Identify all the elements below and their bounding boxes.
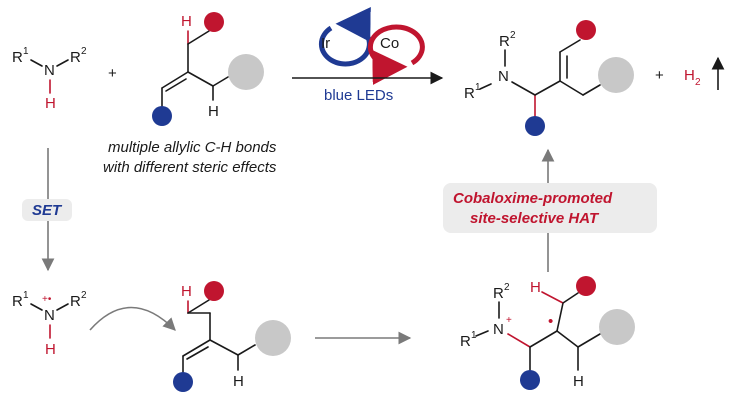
gray-substituent	[599, 309, 635, 345]
product-r2: R	[499, 33, 510, 50]
rc-r2: R	[70, 293, 81, 310]
bond	[556, 302, 564, 332]
amine-reactant: R 1 N R 2 H	[12, 46, 87, 112]
int-radical: •	[548, 313, 553, 330]
gray-substituent	[598, 57, 634, 93]
plus-sign-2: +	[655, 67, 664, 84]
bond	[534, 80, 561, 96]
double-bond-inner	[165, 78, 187, 92]
bond	[30, 59, 43, 67]
red-substituent	[204, 12, 224, 32]
h2-sub: 2	[695, 77, 701, 88]
bond	[187, 299, 210, 314]
blue-substituent	[520, 370, 540, 390]
bond	[212, 76, 229, 87]
c-h-bond	[541, 291, 564, 304]
amine-h: H	[45, 95, 56, 112]
bond	[582, 84, 601, 96]
amine-n: N	[44, 62, 55, 79]
double-bond	[182, 339, 211, 357]
alkene-reactant: H H	[152, 12, 264, 126]
alkene2-h-bottom: H	[233, 373, 244, 390]
radical-cation: R 1 N +• R 2 H	[12, 290, 87, 358]
product-r1-sup: 1	[475, 82, 481, 93]
bond	[475, 330, 489, 337]
hat-label-box	[443, 183, 657, 233]
rc-n: N	[44, 307, 55, 324]
int-h-bottom: H	[573, 373, 584, 390]
rc-h: H	[45, 341, 56, 358]
co-label: Co	[380, 35, 399, 52]
int-r1-sup: 1	[471, 330, 477, 341]
rc-r1: R	[12, 293, 23, 310]
amine-r1-sup: 1	[23, 46, 29, 57]
alkene-h-top: H	[181, 13, 192, 30]
bond	[56, 303, 69, 311]
rc-charge: +•	[42, 294, 52, 305]
bond	[187, 71, 214, 87]
product: R 2 N R 1	[464, 20, 634, 136]
set-label-box	[22, 199, 72, 221]
bond	[479, 83, 492, 90]
blue-substituent	[525, 116, 545, 136]
bond	[56, 59, 69, 67]
rc-r2-sup: 2	[81, 290, 87, 301]
intermediate: R 2 N + R 1 • H H	[460, 276, 635, 390]
int-r2: R	[493, 285, 504, 302]
int-charge: +	[506, 315, 512, 326]
hat-line2: site-selective HAT	[470, 210, 600, 227]
amine-r1: R	[12, 49, 23, 66]
bond	[559, 39, 581, 53]
amine-r2: R	[70, 49, 81, 66]
co-cycle: Co	[367, 24, 425, 85]
bond	[559, 80, 584, 96]
red-substituent	[576, 20, 596, 40]
bond	[577, 333, 601, 348]
int-h-top: H	[530, 279, 541, 296]
bond	[30, 303, 43, 311]
bond	[237, 344, 256, 356]
double-bond-inner	[186, 346, 209, 360]
alkene-bottom: H H	[173, 281, 291, 392]
curved-arrow	[89, 306, 176, 331]
note-line1: multiple allylic C-H bonds	[108, 139, 277, 156]
co-cycle-arrow	[367, 24, 425, 85]
ir-cycle: Ir	[318, 7, 372, 67]
gray-substituent	[228, 54, 264, 90]
condition-label: blue LEDs	[324, 87, 393, 104]
ir-label: Ir	[321, 35, 330, 52]
hydrogen-gas: H 2	[684, 56, 725, 90]
product-n: N	[498, 68, 509, 85]
red-substituent	[576, 276, 596, 296]
blue-substituent	[152, 106, 172, 126]
bond	[529, 330, 558, 348]
ir-cycle-arrow	[318, 7, 372, 67]
bond	[556, 330, 579, 348]
bond	[562, 292, 579, 304]
amine-r2-sup: 2	[81, 46, 87, 57]
product-r2-sup: 2	[510, 30, 516, 41]
bond	[187, 30, 210, 45]
double-bond	[161, 71, 189, 89]
int-r2-sup: 2	[504, 282, 510, 293]
bond	[507, 333, 531, 348]
alkene2-h-top: H	[181, 283, 192, 300]
gray-substituent	[255, 320, 291, 356]
note-line2: with different steric effects	[103, 159, 277, 176]
plus-sign: +	[108, 65, 117, 82]
bond	[209, 339, 239, 356]
red-substituent	[204, 281, 224, 301]
h2-h: H	[684, 67, 695, 84]
blue-substituent	[173, 372, 193, 392]
product-r1: R	[464, 85, 475, 102]
int-n: N	[493, 321, 504, 338]
set-label: SET	[32, 202, 63, 219]
hat-line1: Cobaloxime-promoted	[453, 190, 613, 207]
rc-r1-sup: 1	[23, 290, 29, 301]
bond	[511, 81, 536, 96]
alkene-h-bottom: H	[208, 103, 219, 120]
int-r1: R	[460, 333, 471, 350]
